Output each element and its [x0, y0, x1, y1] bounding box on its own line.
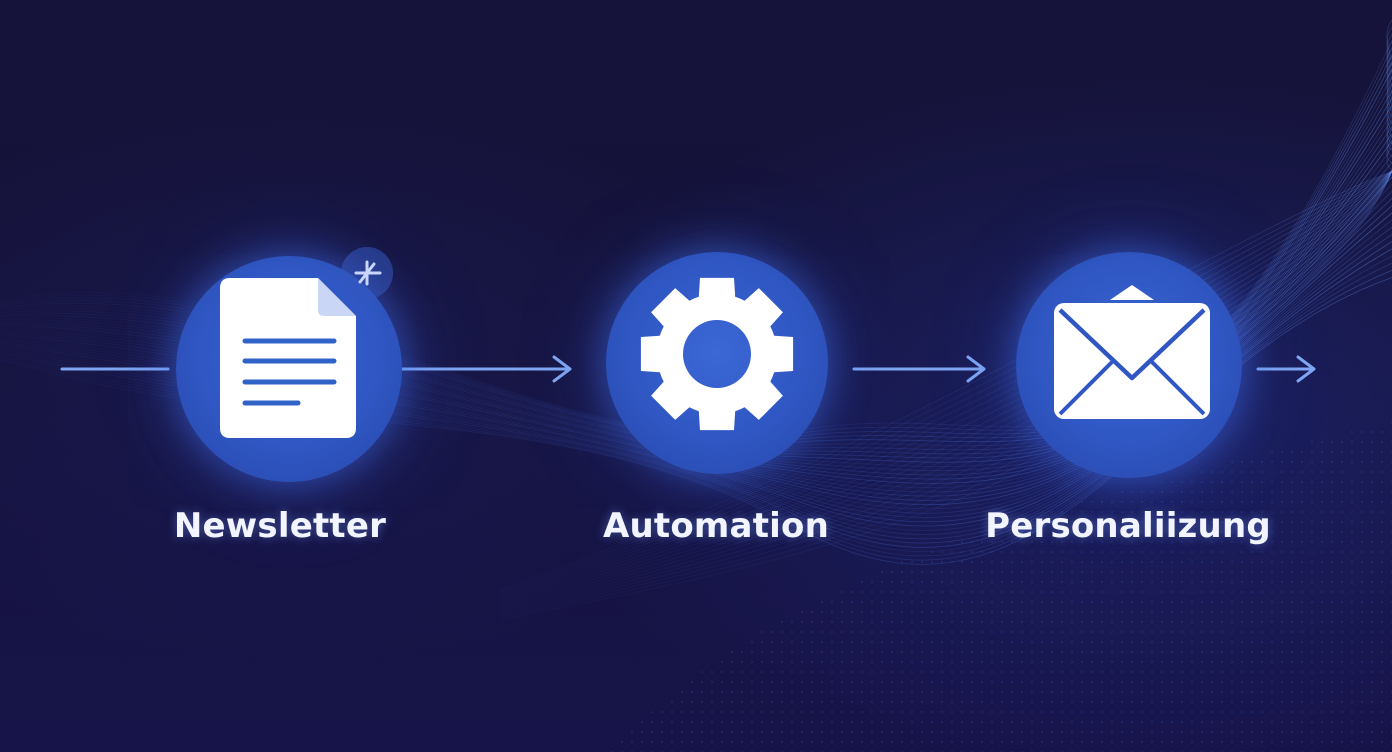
arrow-3-icon [1256, 355, 1316, 383]
step-label-newsletter: Newsletter [173, 506, 387, 546]
arrow-2-icon [852, 355, 986, 383]
step-label-automation: Automation [603, 506, 829, 546]
step-label-personalization: Personaliizung [985, 506, 1271, 546]
arrow-1-icon [398, 355, 572, 383]
